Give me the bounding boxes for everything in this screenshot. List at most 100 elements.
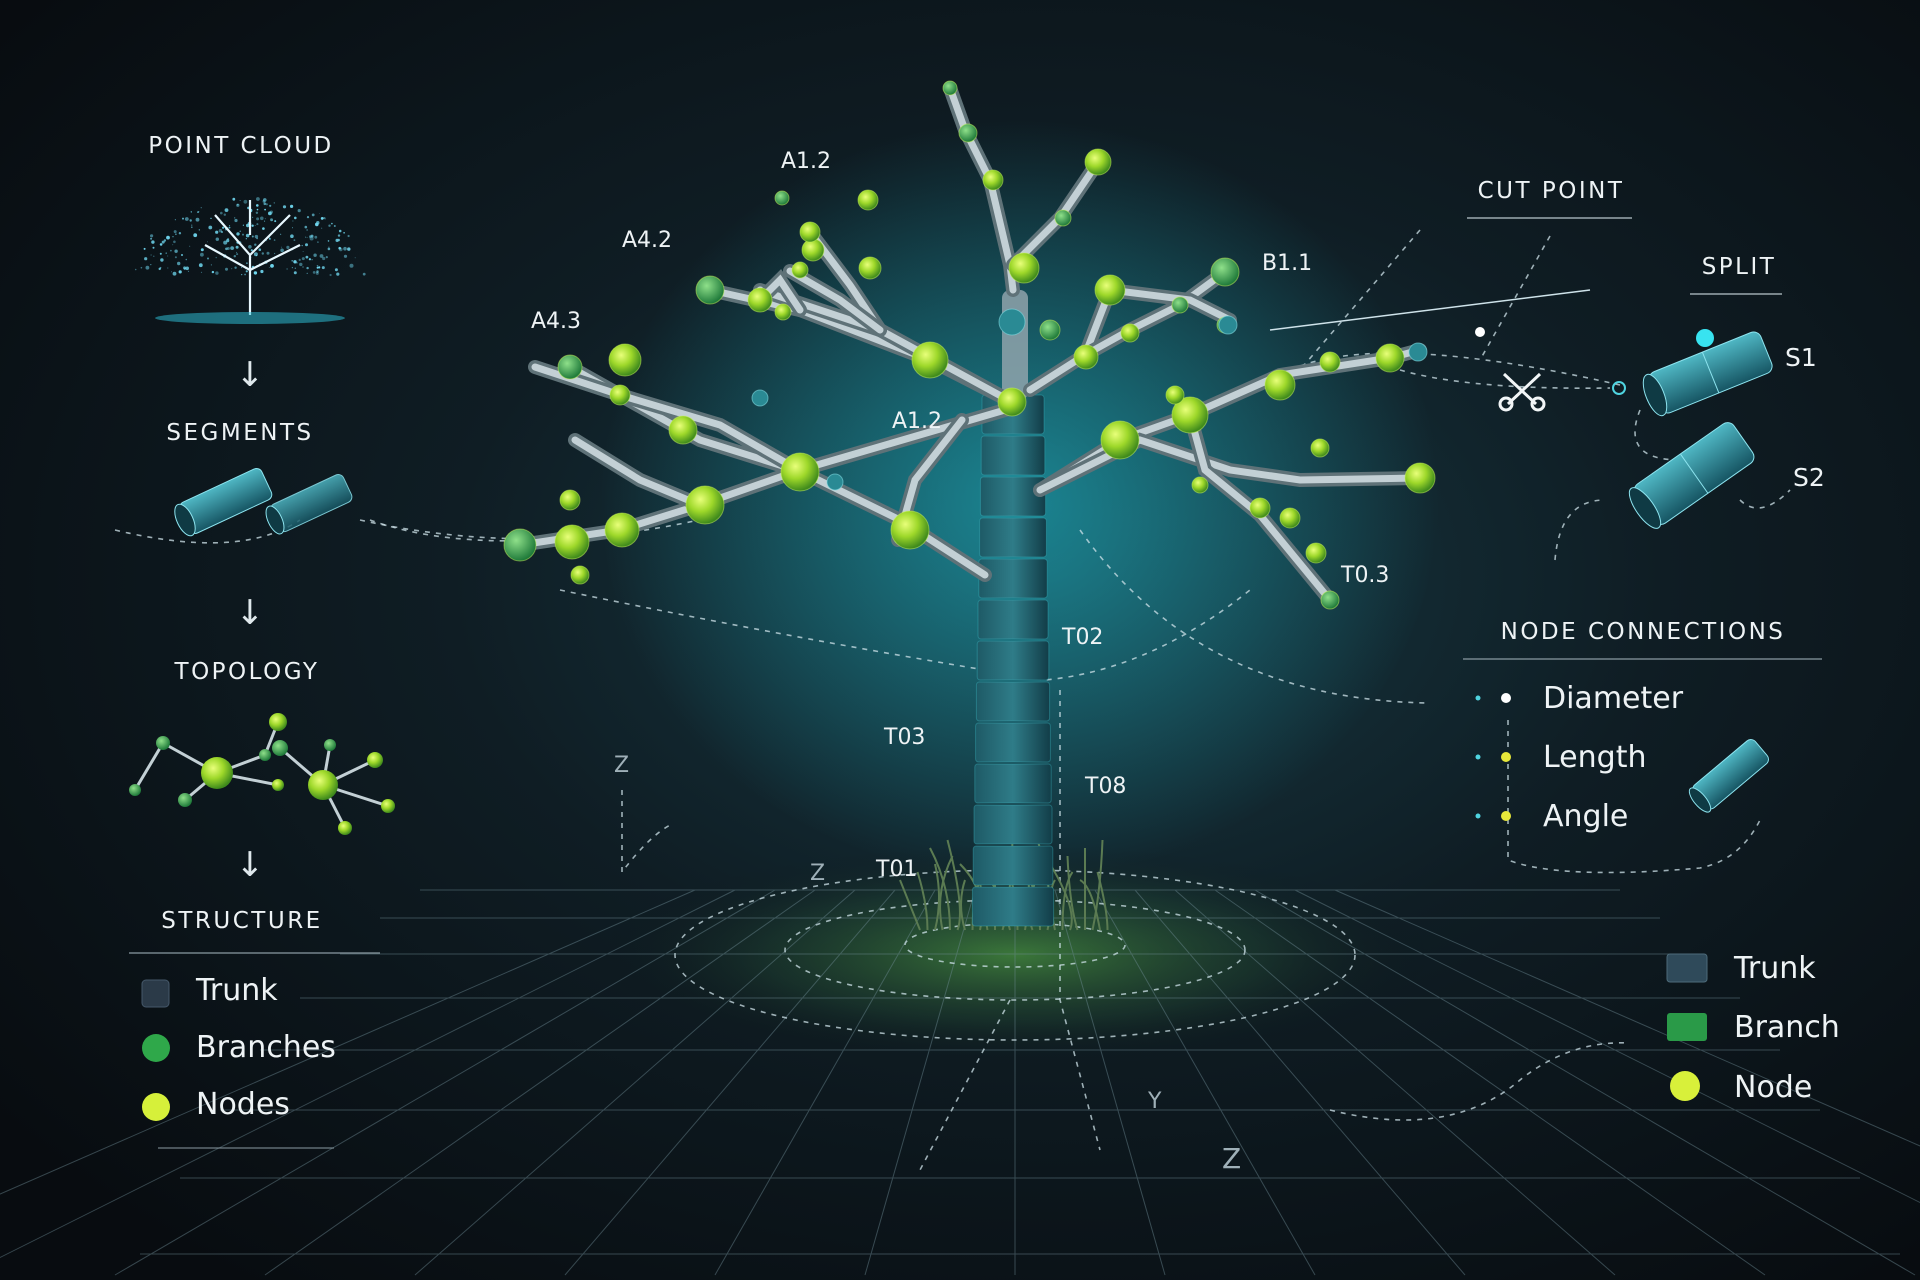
cloud-point [174,249,178,253]
cloud-point [246,262,248,265]
cloud-point [222,226,225,229]
axis-z-1: Z [614,753,629,778]
cloud-point [308,258,311,261]
branch-node [1073,344,1099,370]
cloud-point [210,264,212,266]
cloud-point [255,211,259,214]
cloud-trunk [249,244,301,271]
topology-node [338,821,352,835]
branch-node [1171,396,1209,434]
grid-line [1214,889,1766,1276]
cloud-point [223,213,226,216]
grass-blade [1066,855,1079,931]
cloud-point [297,209,301,213]
cloud-point [215,271,219,275]
cloud-point [166,235,170,240]
cloud-point [322,256,326,261]
cloud-point [255,204,259,207]
trunk-legend-swatch [1666,953,1708,983]
branch-node [774,303,792,321]
segments-cylinders-icon [174,468,353,537]
cloud-point [236,253,239,256]
cloud-point [197,211,199,213]
cloud-point [241,274,243,276]
cloud-point [264,208,266,211]
cloud-point [189,245,191,247]
grid-line [114,889,776,1276]
cloud-trunk [249,214,291,256]
label-t01: T01 [875,857,917,882]
trunk-segment [980,435,1046,476]
cloud-point [270,264,274,268]
cloud-point [158,267,161,271]
cloud-point [306,236,308,238]
cloud-point [223,240,228,245]
branch-highlight [1036,436,1424,494]
legend-nodes: Nodes [196,1087,290,1122]
cloud-point [175,233,177,235]
cloud-point [327,240,330,242]
cloud-point [215,230,219,234]
cloud-point [309,236,314,241]
cloud-point [253,252,258,257]
cloud-point [302,251,304,252]
connection-diameter: Diameter [1543,681,1684,716]
cloud-point [236,232,240,236]
cloud-point [248,245,252,249]
segment-s2-cylinder [1628,422,1755,529]
cloud-point [245,233,250,238]
cloud-point [299,262,303,267]
cloud-point [207,257,209,260]
trunk-segment [971,886,1055,927]
connection-cylinder-icon [1688,739,1769,813]
cloud-point [281,246,282,248]
cloud-point [215,256,217,259]
branch-node [1305,542,1327,564]
cloud-point [244,273,247,276]
topology-node [272,740,288,756]
branch-node [1264,369,1296,401]
grass-blade [916,871,929,931]
scissors-icon[interactable] [1498,372,1546,412]
cloud-point [254,243,257,246]
branches-legend-swatch [142,1034,170,1062]
length-dot-icon [1501,752,1511,762]
cloud-point [304,225,308,229]
cloud-point [334,268,338,272]
cloud-point [239,230,241,232]
cloud-point [255,254,258,257]
cloud-point [242,224,244,226]
cloud-point [251,224,254,227]
cloud-trunk [204,244,251,271]
junction-node [826,473,844,491]
cloud-point [253,271,258,275]
cloud-point [343,254,348,258]
cloud-point [200,252,204,257]
branch-node [942,80,958,96]
cloud-point [337,234,341,237]
cloud-point [258,248,262,251]
grid-line [414,889,856,1276]
step-topology: TOPOLOGY [174,659,320,685]
axis-z-3: Z [1222,1142,1241,1175]
cloud-point [262,227,265,230]
cloud-point [311,213,315,217]
branch-node [1320,590,1340,610]
cloud-point [313,253,317,257]
cloud-point [229,225,231,227]
grid-line [714,889,936,1276]
cloud-point [269,204,272,207]
label-a4-2: A4.2 [622,228,672,253]
branch-node [1249,497,1271,519]
grass-blade [899,879,921,931]
branch-node [780,452,820,492]
branch-node [1171,296,1189,314]
down-arrow-icon: ↓ [236,845,265,885]
branch-highlight [1081,268,1229,359]
cloud-point [232,197,236,201]
cloud-point [211,270,215,274]
cloud-point [234,218,238,223]
cloud-point [171,271,173,273]
legend-right-trunk: Trunk [1733,951,1816,986]
grid-line [0,889,736,1259]
